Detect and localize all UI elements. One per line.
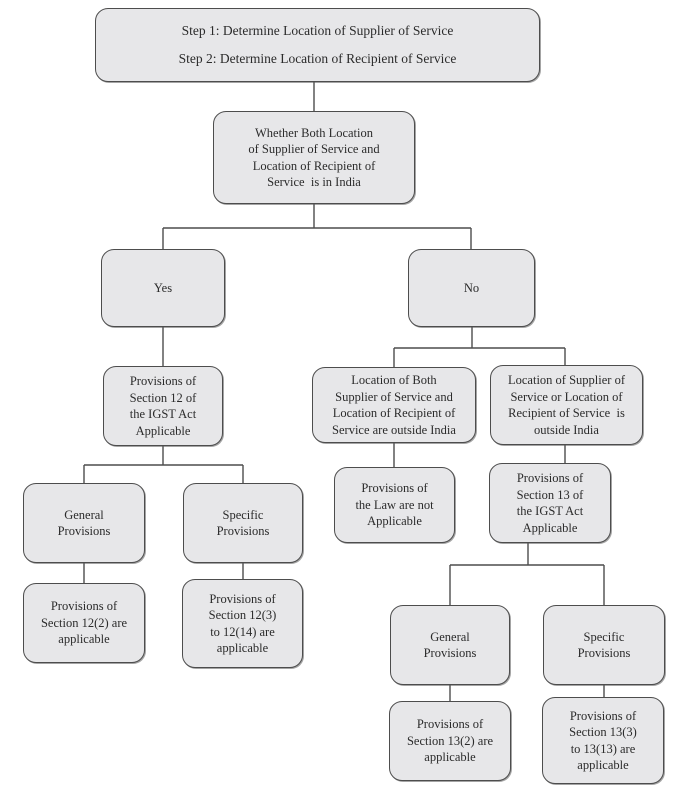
node-specific-provisions-sec12: Specific Provisions [183,483,303,563]
node-label: Whether Both Location of Supplier of Ser… [248,125,380,190]
node-section-12-applicable: Provisions of Section 12 of the IGST Act… [103,366,223,446]
node-label: Specific Provisions [216,507,270,539]
node-label: Location of Both Supplier of Service and… [332,373,456,437]
node-label: No [463,280,480,295]
node-general-provisions-sec12: General Provisions [23,483,145,563]
node-either-outside-india: Location of Supplier of Service or Locat… [490,365,643,445]
node-label: Provisions of Section 13 of the IGST Act… [516,471,584,535]
node-label: General Provisions [423,629,477,661]
node-label: Yes [153,280,173,295]
node-label: Provisions of Section 12 of the IGST Act… [129,374,197,438]
node-section-13-2-applicable: Provisions of Section 13(2) are applicab… [389,701,511,781]
node-general-provisions-sec13: General Provisions [390,605,510,685]
node-yes: Yes [101,249,225,327]
node-step-1-2: Step 1: Determine Location of Supplier o… [95,8,540,82]
node-section-12-2-applicable: Provisions of Section 12(2) are applicab… [23,583,145,663]
node-both-locations-in-india-question: Whether Both Location of Supplier of Ser… [213,111,415,204]
node-section-13-applicable: Provisions of Section 13 of the IGST Act… [489,463,611,543]
node-no: No [408,249,535,327]
node-section-12-3-to-12-14-applicable: Provisions of Section 12(3) to 12(14) ar… [182,579,303,668]
node-law-not-applicable: Provisions of the Law are not Applicable [334,467,455,543]
node-label: General Provisions [57,507,111,539]
node-label: Location of Supplier of Service or Locat… [508,373,625,437]
node-label: Provisions of Section 13(2) are applicab… [406,717,494,765]
node-label: Provisions of Section 12(2) are applicab… [40,599,128,647]
node-label: Provisions of Section 12(3) to 12(14) ar… [208,591,277,656]
connector-path [83,82,605,701]
node-specific-provisions-sec13: Specific Provisions [543,605,665,685]
node-both-outside-india: Location of Both Supplier of Service and… [312,367,476,443]
node-label: Specific Provisions [577,629,631,661]
node-label: Provisions of the Law are not Applicable [355,481,434,529]
node-label: Provisions of Section 13(3) to 13(13) ar… [569,708,637,773]
node-label: Step 1: Determine Location of Supplier o… [178,22,457,66]
node-section-13-3-to-13-13-applicable: Provisions of Section 13(3) to 13(13) ar… [542,697,664,784]
